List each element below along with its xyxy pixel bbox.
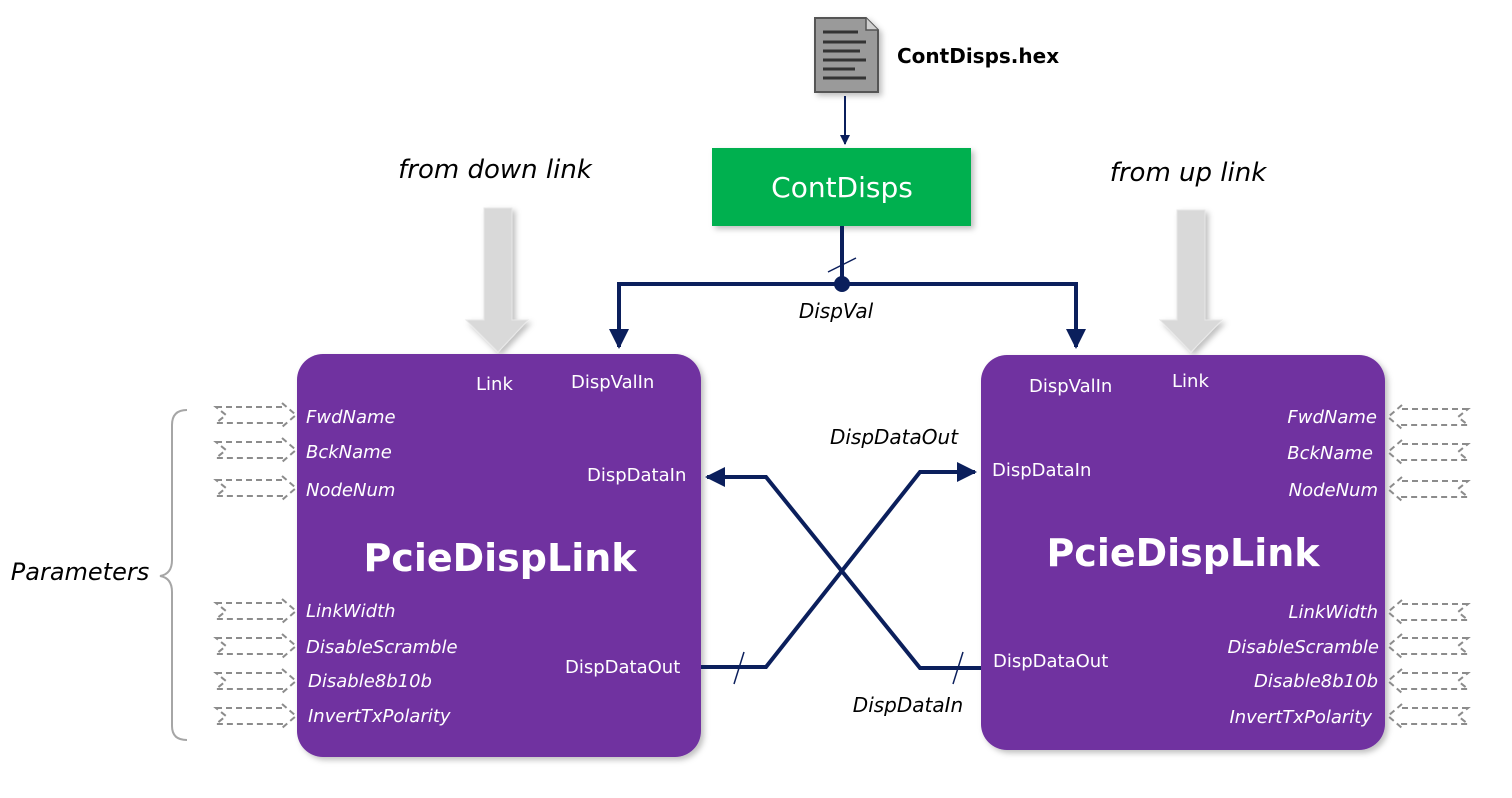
right-block-title: PcieDispLink (1046, 531, 1320, 575)
left-param: FwdName (306, 407, 396, 428)
left-param: InvertTxPolarity (308, 706, 451, 727)
param-arrow-icon (213, 666, 298, 696)
param-arrow-icon (213, 631, 298, 661)
parameters-brace (159, 409, 188, 741)
left-param: BckName (306, 442, 392, 463)
param-arrow-icon (1386, 597, 1471, 627)
bus-slash (827, 257, 857, 273)
left-pciedisplink-block (297, 354, 701, 757)
param-arrow-icon (1386, 474, 1471, 504)
param-arrow-icon (1386, 666, 1471, 696)
param-arrow-icon (213, 400, 298, 430)
param-arrow-icon (213, 596, 298, 626)
dispdatain-label: DispDataIn (853, 693, 963, 717)
param-arrow-icon (1386, 701, 1471, 731)
dispdataout-label: DispDataOut (830, 425, 959, 449)
right-param: LinkWidth (1288, 602, 1378, 623)
left-port-dispdataout: DispDataOut (565, 657, 680, 678)
right-port-dispdataout: DispDataOut (993, 651, 1108, 672)
from-up-link-label: from up link (1110, 158, 1268, 188)
param-arrow-icon (213, 435, 298, 465)
bus-slash (733, 651, 745, 685)
param-arrow-icon (213, 701, 298, 731)
left-param: Disable8b10b (308, 671, 432, 692)
junction-dot (834, 276, 850, 292)
dispval-label: DispVal (799, 299, 874, 323)
left-param: DisableScramble (306, 637, 458, 658)
param-arrow-icon (213, 473, 298, 503)
contdisps-block (712, 148, 971, 226)
up-link-arrow (1158, 209, 1224, 353)
left-port-link: Link (476, 374, 513, 395)
right-param: DisableScramble (1227, 637, 1379, 658)
left-block-title: PcieDispLink (363, 536, 637, 580)
right-pciedisplink-block (981, 355, 1385, 750)
left-param: LinkWidth (306, 601, 396, 622)
param-arrow-icon (1386, 402, 1471, 432)
right-param-arrows (1386, 402, 1471, 731)
right-port-link: Link (1172, 371, 1209, 392)
left-port-dispdatain: DispDataIn (587, 465, 686, 486)
right-param: BckName (1287, 443, 1373, 464)
right-param: FwdName (1287, 407, 1377, 428)
bus-slash (952, 651, 964, 685)
left-param: NodeNum (306, 480, 395, 501)
parameters-label: Parameters (11, 558, 149, 586)
right-param: InvertTxPolarity (1229, 707, 1372, 728)
right-param: Disable8b10b (1254, 671, 1378, 692)
left-param-arrows (213, 400, 298, 731)
left-port-dispvalin: DispValIn (571, 372, 654, 393)
param-arrow-icon (1386, 437, 1471, 467)
down-link-arrow (464, 207, 530, 353)
right-port-dispvalin: DispValIn (1029, 376, 1112, 397)
file-name: ContDisps.hex (897, 44, 1059, 68)
cross-wires (701, 462, 981, 670)
right-param: NodeNum (1289, 480, 1378, 501)
contdisps-label: ContDisps (771, 171, 913, 204)
param-arrow-icon (1386, 631, 1471, 661)
from-down-link-label: from down link (398, 155, 593, 185)
document-icon (814, 17, 879, 93)
right-port-dispdatain: DispDataIn (992, 460, 1091, 481)
